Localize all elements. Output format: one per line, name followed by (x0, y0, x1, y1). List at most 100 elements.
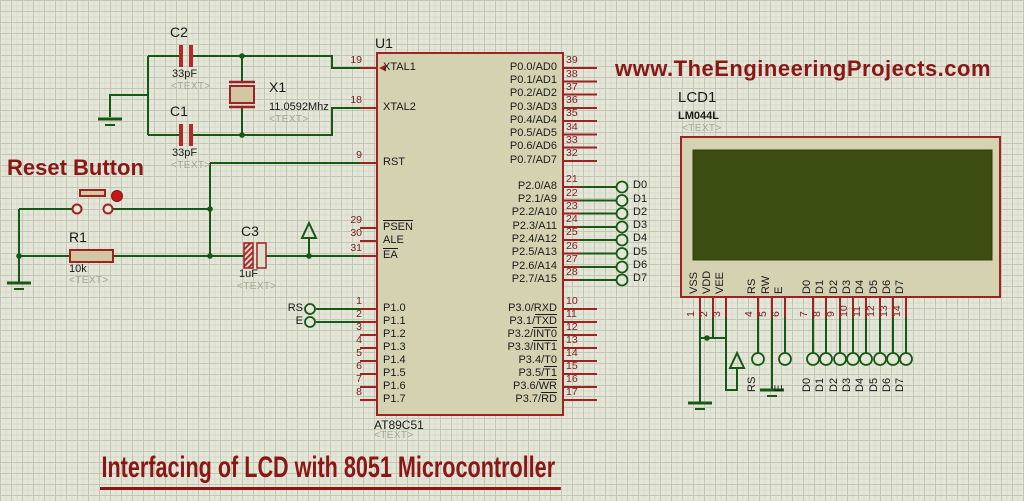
u1-pin-number: 3 (356, 321, 362, 333)
u1-pin-number: 36 (566, 94, 578, 106)
pin-name-text: P3.0/RXD (508, 301, 557, 314)
bus-terminal[interactable] (615, 180, 629, 194)
u1-pin-number: 28 (566, 266, 578, 278)
pin-name-text: RST (383, 155, 405, 168)
pin-name-text: P2.6/A14 (511, 259, 557, 272)
u1-pin-name: P0.2/AD2 (450, 87, 557, 100)
r1-ref: R1 (69, 229, 87, 245)
x1-value: 11.0592Mhz (269, 101, 329, 113)
lcd-terminal-label: D7 (894, 377, 906, 392)
bus-terminal[interactable] (615, 273, 629, 287)
lcd-terminal-label: D5 (868, 377, 880, 392)
u1-pin-number: 14 (566, 347, 578, 359)
power-terminal-icon[interactable] (728, 350, 746, 369)
pin-name-text: P3.3/ (507, 340, 534, 353)
e-terminal[interactable] (304, 316, 316, 328)
r1-placeholder: <TEXT> (69, 275, 109, 286)
crystal-x1[interactable] (229, 80, 255, 109)
u1-pin-number: 32 (566, 147, 578, 159)
c1-placeholder: <TEXT> (171, 160, 211, 171)
bus-terminal[interactable] (615, 233, 629, 247)
lcd-terminal[interactable] (806, 352, 820, 366)
u1-pin-name: XTAL2 (383, 100, 416, 114)
pin-name-text: P2.4/A12 (511, 232, 557, 245)
u1-pin-number: 5 (356, 347, 362, 359)
website-watermark: www.TheEngineeringProjects.com (615, 56, 992, 81)
pin-name-overlined: PSEN (383, 219, 413, 233)
capacitor-c2[interactable] (179, 45, 193, 67)
bus-terminal[interactable] (615, 207, 629, 220)
u1-pin-number: 23 (566, 199, 578, 212)
bus-terminal[interactable] (615, 194, 629, 207)
lcd-terminal[interactable] (751, 352, 765, 366)
e-terminal-label: E (295, 315, 303, 327)
lcd-terminal[interactable] (873, 352, 887, 366)
rs-terminal-label: RS (287, 302, 303, 314)
pin-name-text: XTAL2 (383, 100, 416, 113)
lcd-pin-name: D7 (894, 279, 906, 294)
u1-pin-number: 34 (566, 120, 578, 133)
bus-terminal[interactable] (615, 220, 629, 234)
wires (18, 55, 773, 402)
bus-terminal-label: D1 (633, 192, 648, 205)
lcd-pin-name: D0 (801, 279, 813, 294)
u1-pin-name: P1.3 (383, 341, 406, 354)
u1-pin-name: P2.1/A9 (450, 193, 557, 206)
lcd-terminal[interactable] (778, 352, 792, 366)
pin-name-text: P0.1/AD1 (509, 74, 557, 86)
lcd-terminal[interactable] (886, 352, 900, 366)
lcd-terminal[interactable] (846, 352, 860, 366)
u1-part: AT89C51 (374, 418, 424, 432)
pin-name-text: P3.1/ (509, 314, 535, 327)
u1-pin-number: 30 (350, 227, 362, 239)
lcd-terminal[interactable] (859, 352, 873, 366)
u1-pin-name: P0.3/AD3 (450, 101, 557, 114)
u1-pin-number: 35 (566, 107, 578, 119)
u1-pin-number: 13 (566, 334, 578, 346)
u1-pin-number: 29 (350, 214, 362, 226)
u1-pin-number: 2 (356, 308, 362, 320)
capacitor-c1[interactable] (179, 124, 193, 146)
pin-name-text: P2.2/A10 (511, 206, 557, 218)
lcd-pin-name: E (773, 286, 785, 294)
lcd-pin-number: 9 (825, 311, 837, 317)
u1-pin-number: 6 (356, 360, 362, 372)
u1-body[interactable] (376, 52, 564, 416)
lcd-terminal[interactable] (899, 352, 913, 366)
u1-pin-name: P3.7/RD (450, 391, 557, 406)
u1-pin-number: 31 (350, 242, 362, 254)
ground-icon (760, 388, 784, 397)
u1-pin-name: P3.1/TXD (450, 313, 557, 328)
pin-name-text: P0.0/AD0 (509, 60, 557, 73)
u1-pin-number: 10 (566, 295, 578, 307)
pin-name-text: P0.6/AD6 (509, 140, 557, 152)
lcd-pin-name: D5 (868, 279, 880, 294)
u1-ref: U1 (375, 35, 393, 51)
u1-pin-number: 1 (356, 295, 362, 307)
lcd-pin-number: 12 (865, 305, 877, 317)
u1-pin-name: P0.6/AD6 (450, 140, 557, 153)
u1-pin-name: P1.4 (383, 354, 406, 367)
reset-push-button[interactable] (71, 189, 123, 215)
bus-terminal[interactable] (615, 247, 629, 260)
bus-terminal-label: D2 (633, 205, 648, 218)
u1-pin-number: 12 (566, 321, 578, 333)
lcd-terminal[interactable] (833, 352, 847, 366)
bus-terminal[interactable] (615, 260, 629, 274)
capacitor-c3[interactable] (243, 242, 267, 269)
u1-pin-number: 15 (566, 360, 578, 372)
lcd-pin-name: VSS (688, 271, 700, 294)
lcd-placeholder: <TEXT> (682, 123, 722, 134)
u1-pin-name: P1.6 (383, 380, 406, 393)
lcd-terminal[interactable] (819, 352, 833, 366)
lcd-pin-number: 11 (851, 306, 863, 317)
u1-pin-name: P1.2 (383, 328, 406, 341)
x1-placeholder: <TEXT> (269, 114, 309, 125)
u1-pin-name: P0.1/AD1 (450, 74, 557, 87)
resistor-r1[interactable] (69, 249, 114, 263)
u1-pin-number: 22 (566, 186, 578, 199)
power-terminal-icon[interactable] (300, 220, 318, 239)
rs-terminal[interactable] (304, 303, 316, 315)
